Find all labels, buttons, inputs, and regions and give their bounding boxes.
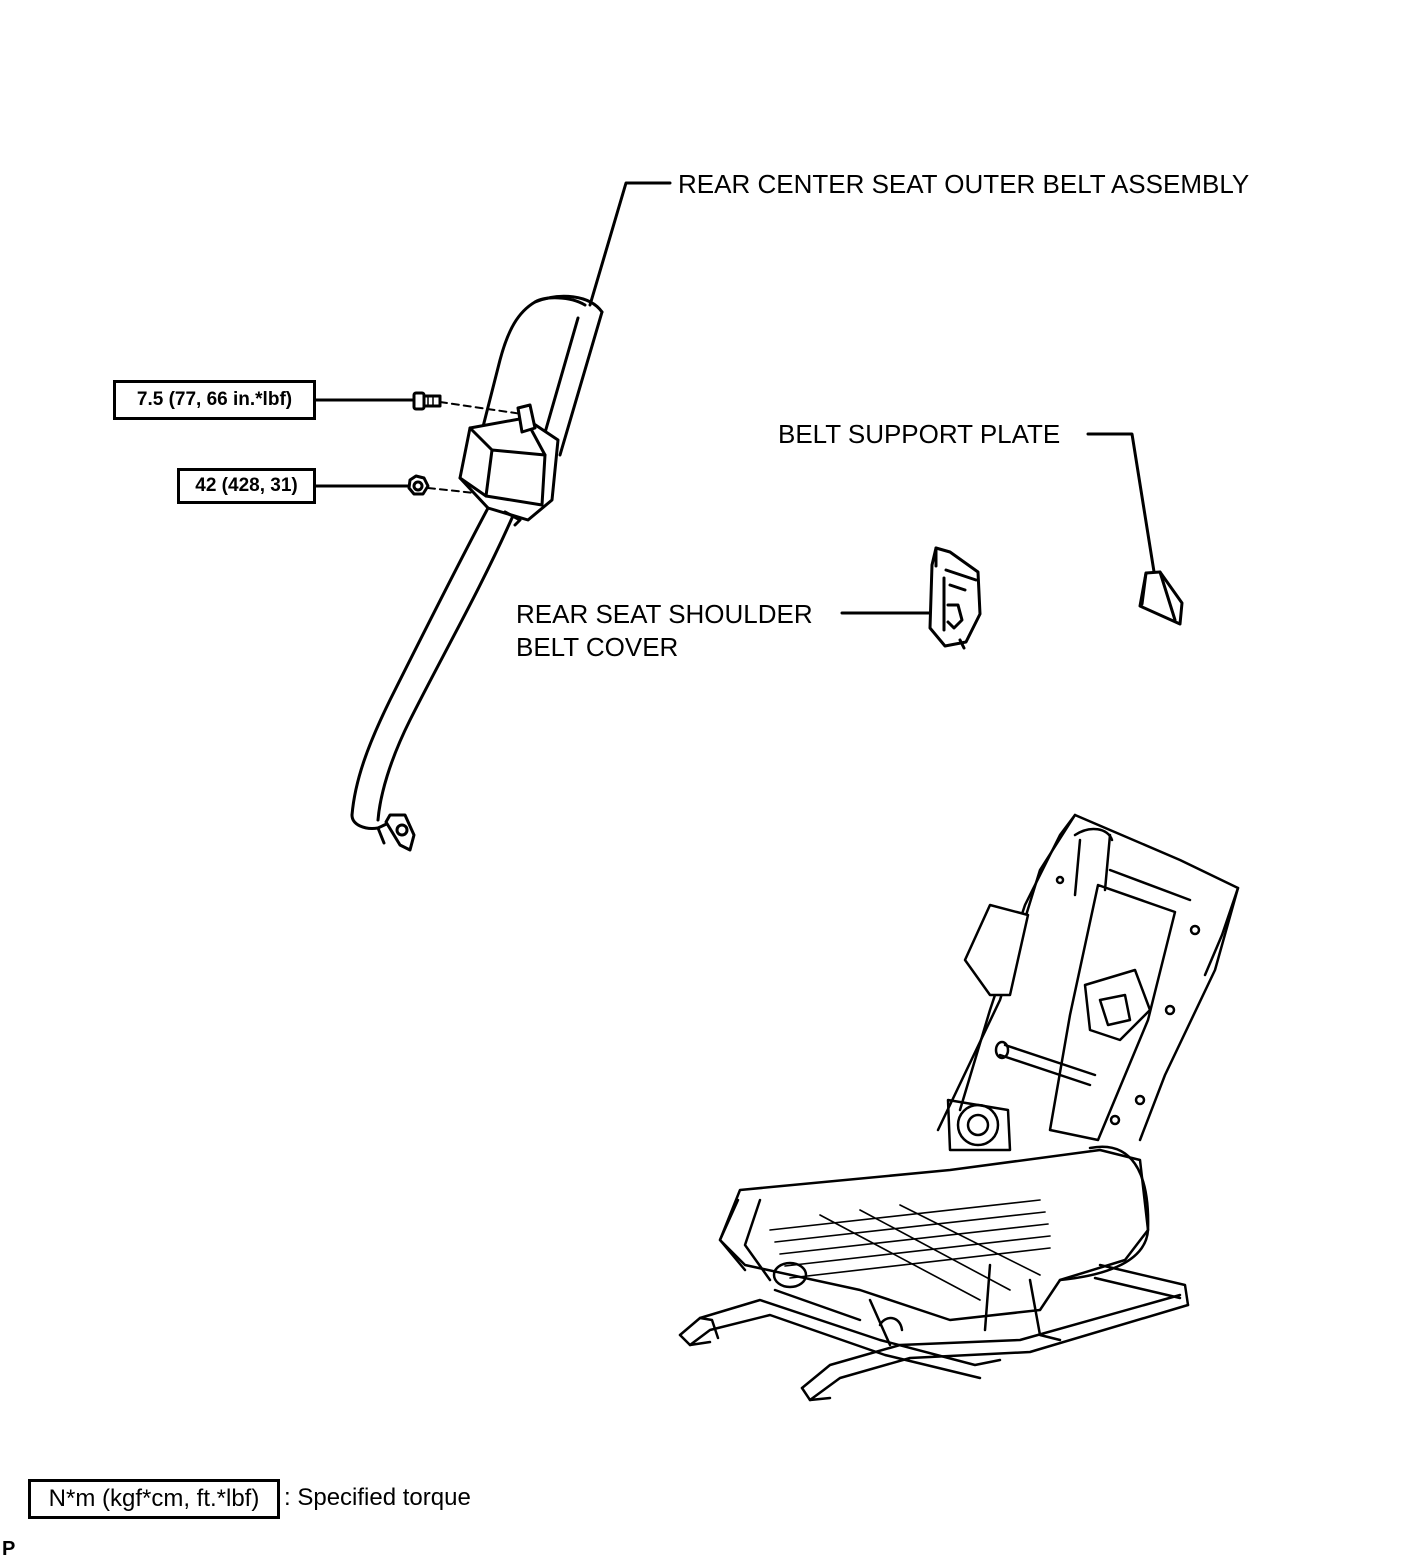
dashed-nut-axis (427, 487, 513, 498)
leader-lines (312, 181, 1157, 615)
label-shoulder-belt-cover-line2: BELT COVER (516, 632, 679, 662)
legend-description: : Specified torque (284, 1484, 471, 1511)
nut-icon (407, 474, 430, 496)
leader-support-plate (1086, 432, 1157, 580)
shoulder-belt-cover (928, 546, 982, 650)
dashed-bolt-axis (439, 401, 523, 415)
belt-support-plate (1138, 570, 1184, 626)
label-outer-belt-assembly: REAR CENTER SEAT OUTER BELT ASSEMBLY (678, 169, 1250, 199)
torque-box-bolt: 7.5 (77, 66 in.*lbf) (113, 380, 316, 420)
corner-mark: P (2, 1538, 16, 1560)
seat-frame (678, 813, 1240, 1402)
outer-belt-assembly (350, 294, 604, 852)
label-belt-support-plate: BELT SUPPORT PLATE (778, 419, 1061, 449)
bolt-icon (412, 391, 442, 411)
legend-torque-unit-box: N*m (kgf*cm, ft.*lbf) (28, 1479, 280, 1519)
torque-box-nut: 42 (428, 31) (177, 468, 316, 504)
leader-outer-belt (588, 181, 672, 307)
label-shoulder-belt-cover-line1: REAR SEAT SHOULDER (516, 599, 813, 629)
